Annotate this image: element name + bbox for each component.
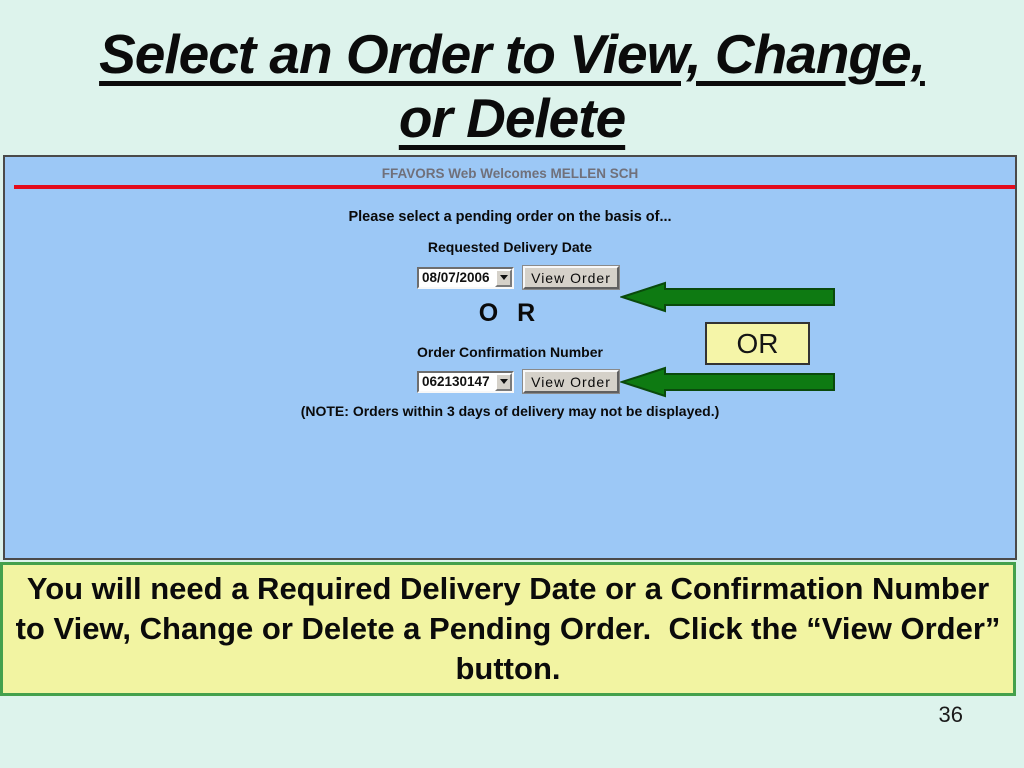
chevron-down-icon — [499, 275, 508, 280]
chevron-down-icon — [499, 379, 508, 384]
delivery-date-dropdown[interactable]: 08/07/2006 — [417, 266, 514, 289]
title-line-2: or Delete — [398, 87, 626, 149]
prompt-text: Please select a pending order on the bas… — [348, 209, 672, 225]
view-order-button-date[interactable]: View Order — [523, 266, 619, 289]
confirmation-control-row: 062130147 View Order — [13, 370, 1023, 393]
date-control-row: 08/07/2006 View Order — [13, 266, 1023, 289]
delivery-date-value: 08/07/2006 — [422, 270, 490, 285]
confirmation-number-value: 062130147 — [422, 374, 490, 389]
or-separator-text: O R — [478, 299, 542, 327]
caption-text: You will need a Required Delivery Date o… — [15, 571, 1010, 686]
page-title: Select an Order to View, Change,or Delet… — [0, 22, 1024, 150]
header-divider — [14, 185, 1015, 189]
dropdown-arrow-icon[interactable] — [495, 372, 512, 391]
confirmation-number-dropdown[interactable]: 062130147 — [417, 370, 514, 393]
green-left-arrow-icon — [620, 281, 835, 313]
requested-delivery-date-label: Requested Delivery Date — [427, 239, 593, 255]
note-text: (NOTE: Orders within 3 days of delivery … — [300, 403, 720, 419]
or-callout-box: OR — [705, 322, 810, 365]
caption-box: You will need a Required Delivery Date o… — [0, 562, 1016, 696]
page-number: 36 — [938, 702, 963, 727]
green-left-arrow-icon — [620, 366, 835, 398]
title-line-1: Select an Order to View, Change, — [99, 23, 926, 85]
welcome-header: FFAVORS Web Welcomes MELLEN SCH — [381, 166, 639, 181]
dropdown-arrow-icon[interactable] — [495, 268, 512, 287]
view-order-button-confirmation[interactable]: View Order — [523, 370, 619, 393]
order-confirmation-number-label: Order Confirmation Number — [417, 344, 603, 360]
web-screenshot-panel: FFAVORS Web Welcomes MELLEN SCH Please s… — [3, 155, 1017, 560]
or-callout-label: OR — [736, 327, 779, 359]
